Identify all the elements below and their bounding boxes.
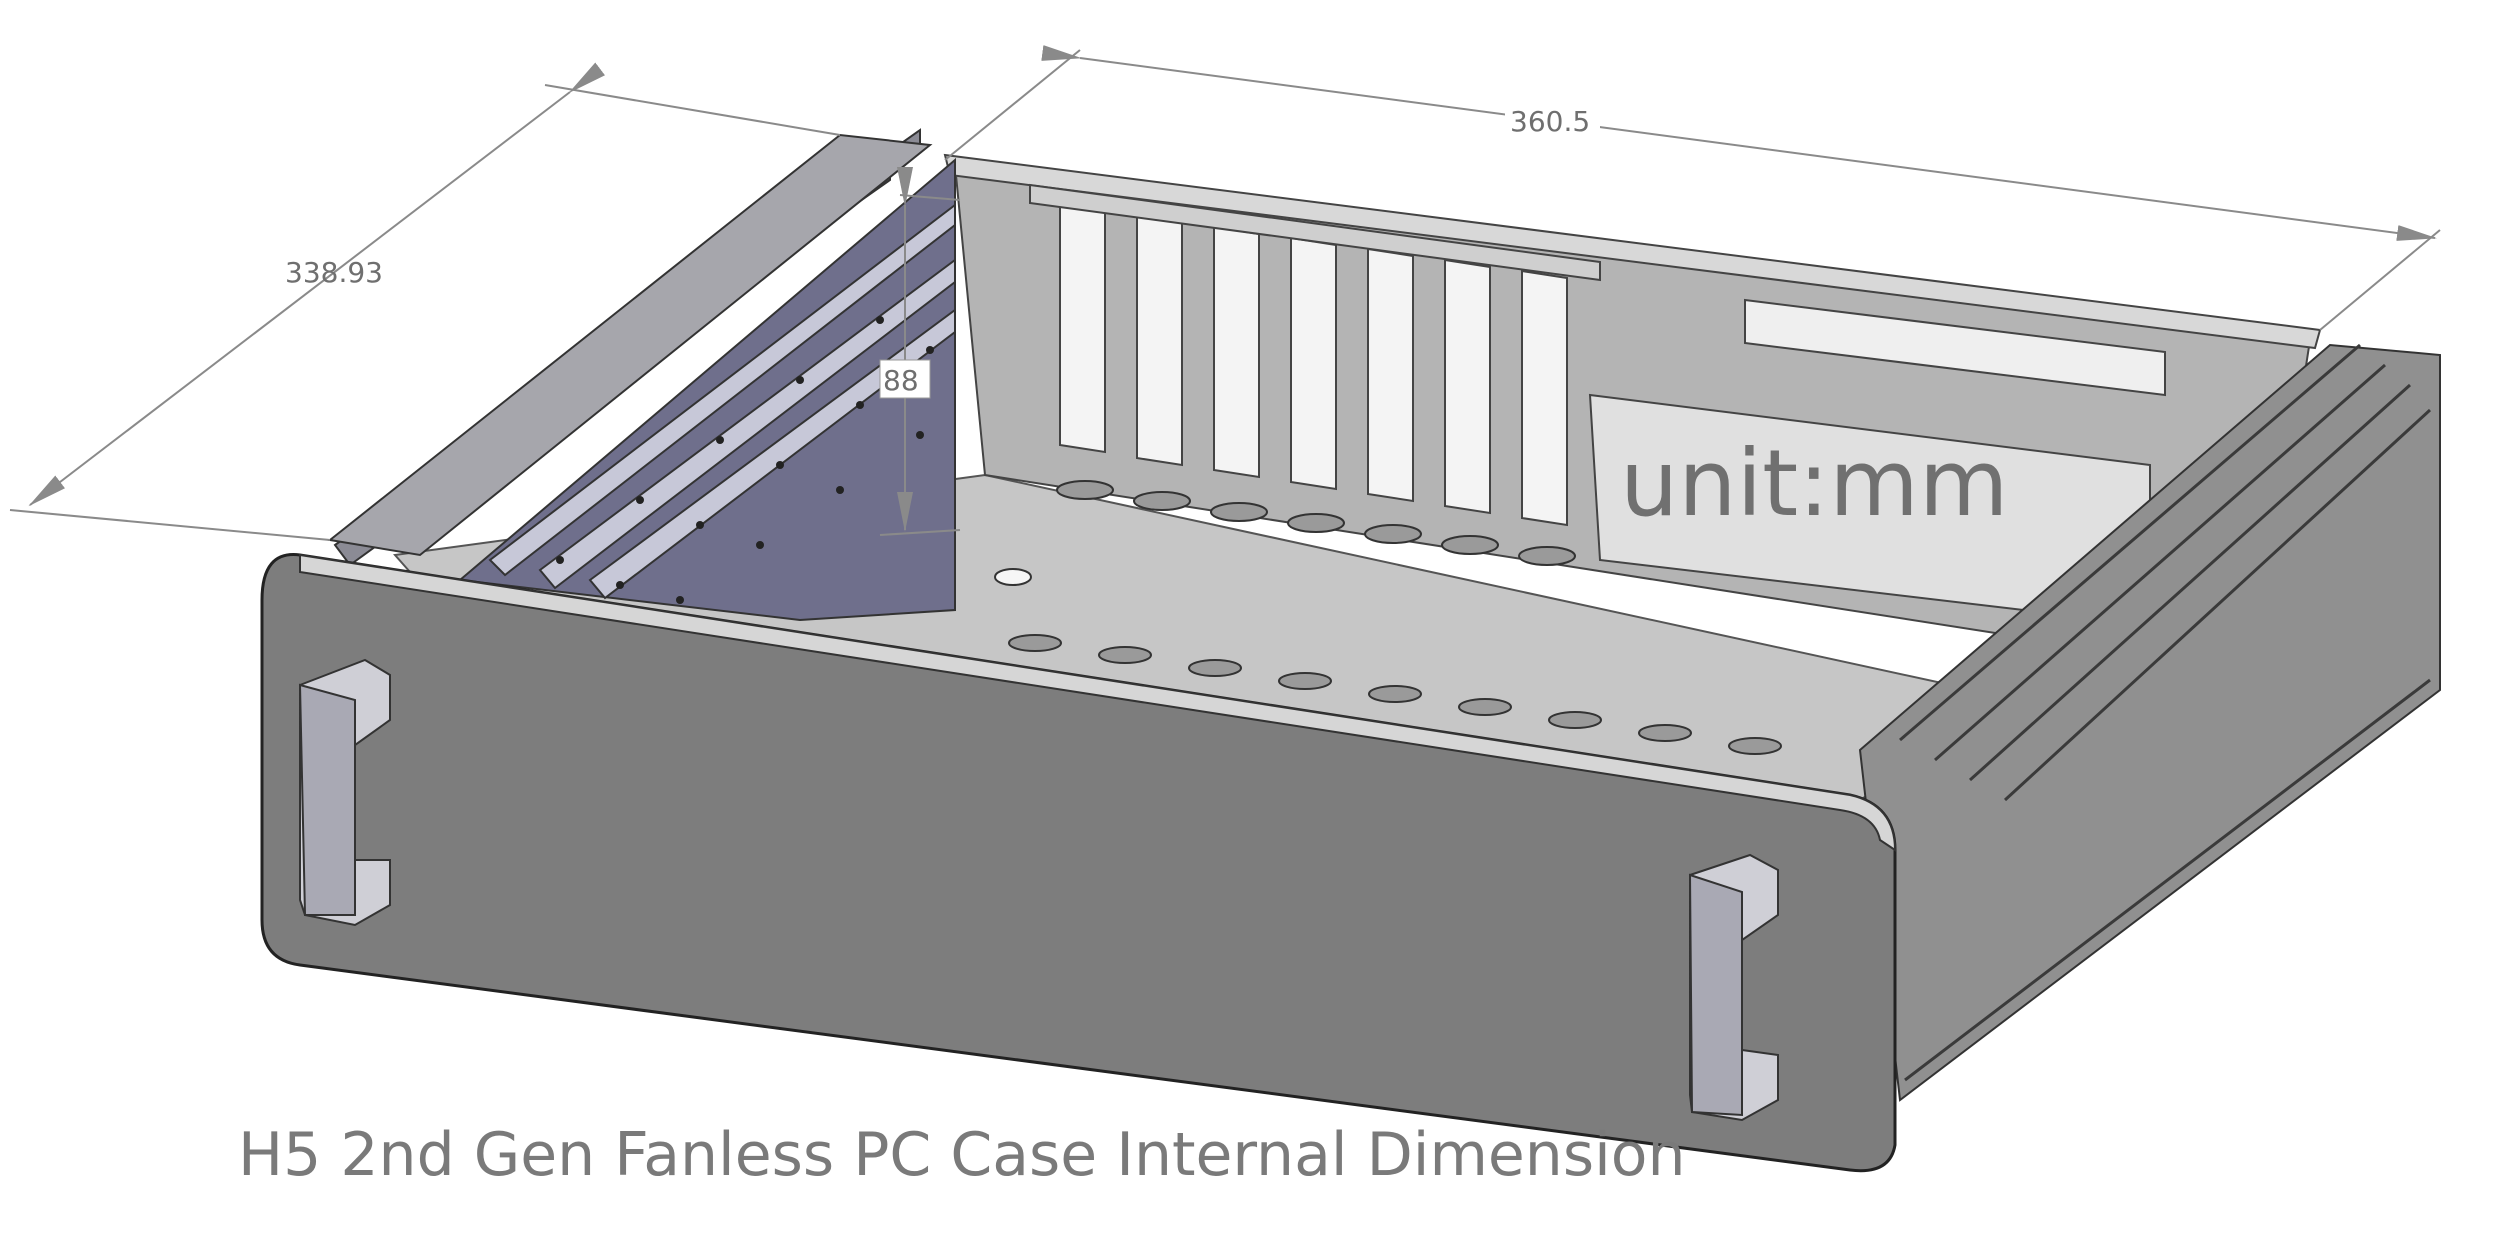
depth-dimension-label: 338.93 bbox=[285, 256, 383, 289]
length-dimension-label: 360.5 bbox=[1510, 105, 1590, 138]
right-fin-ridges bbox=[1899, 343, 2432, 1082]
heatsink-holes bbox=[556, 316, 934, 604]
front-panel-top-edge bbox=[299, 553, 1897, 852]
right-handle bbox=[1688, 853, 1779, 1122]
expansion-slots bbox=[1059, 203, 1568, 527]
floor-hole bbox=[994, 568, 1032, 586]
heatsink-rails bbox=[488, 202, 956, 600]
unit-label: unit:mm bbox=[1620, 430, 2008, 537]
length-dimension-line bbox=[1041, 45, 2437, 241]
depth-dimension-line bbox=[28, 62, 606, 507]
left-handle bbox=[298, 658, 391, 927]
height-dimension-label: 88 bbox=[883, 364, 919, 397]
floor-standoffs bbox=[1008, 480, 1782, 755]
io-opening bbox=[1744, 298, 2166, 397]
drawing-caption: H5 2nd Gen Fanless PC Case Internal Dime… bbox=[238, 1120, 1686, 1190]
height-label-bg bbox=[879, 359, 931, 399]
length-label-bg bbox=[1505, 100, 1600, 140]
